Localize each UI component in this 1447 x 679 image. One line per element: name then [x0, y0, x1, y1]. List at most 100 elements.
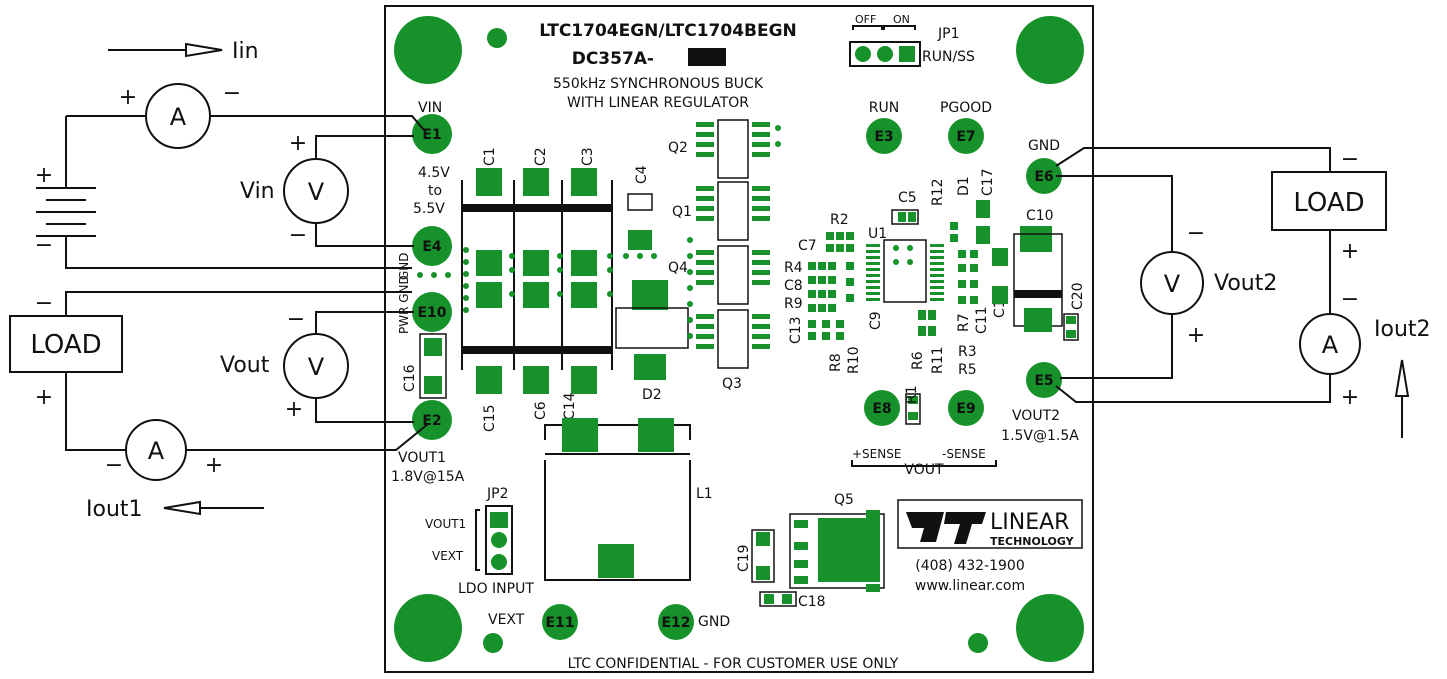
jp1-jumper[interactable]: [849, 41, 921, 67]
r11-label: R11: [930, 346, 946, 374]
d2-label: D2: [642, 387, 662, 403]
sense-plus-label: +SENSE: [852, 447, 901, 461]
vout-voltmeter: [283, 333, 349, 399]
c8-label: C8: [784, 278, 803, 294]
input-ammeter-label: A: [170, 103, 187, 131]
terminal-e12[interactable]: [658, 604, 694, 640]
r1-outline: [905, 393, 921, 425]
c5-outline: [891, 209, 919, 225]
output1-ammeter: [125, 419, 187, 481]
terminal-e10[interactable]: [412, 292, 452, 332]
c20-pad-2: [1066, 330, 1076, 338]
terminal-e8[interactable]: [864, 390, 900, 426]
l1-label: L1: [696, 486, 713, 502]
q2-label: Q2: [668, 140, 688, 156]
linear-logo: [897, 499, 1083, 549]
gnd-out-label: GND: [1028, 138, 1060, 154]
input-ammeter: [145, 83, 211, 149]
terminal-e7[interactable]: [948, 118, 984, 154]
mounting-hole-tl: [394, 16, 462, 84]
linear-logo-mark: [906, 512, 944, 542]
gnd-in-label: GND: [397, 252, 411, 280]
c5-label: C5: [898, 190, 917, 206]
l1-pad-1: [562, 418, 598, 452]
output2-ammeter-plus: +: [1341, 385, 1359, 410]
run-label: RUN: [869, 100, 899, 116]
sense-bracket: [851, 460, 997, 467]
jp2-opt2: VEXT: [432, 549, 464, 563]
u1-outline: [883, 239, 927, 303]
terminal-e3[interactable]: [866, 118, 902, 154]
jp1-on-label: ON: [893, 13, 910, 26]
q5-leads: [794, 510, 880, 592]
terminal-e4[interactable]: [412, 226, 452, 266]
iin-arrowhead: [185, 42, 223, 58]
output1-ammeter-label: A: [148, 437, 165, 465]
board-outline: [384, 5, 1094, 673]
r9-label: R9: [784, 296, 803, 312]
terminal-e5[interactable]: [1026, 362, 1062, 398]
vin-range-2: to: [428, 183, 442, 199]
q1-label: Q1: [672, 204, 692, 220]
input-ammeter-minus: −: [223, 81, 241, 106]
c18-outline: [759, 591, 797, 607]
cap-outline-lines: [461, 180, 613, 370]
terminal-e9-id: E9: [956, 401, 975, 417]
iout2-label: Iout2: [1374, 317, 1431, 342]
mounting-hole-tr: [1016, 16, 1084, 84]
jp2-jumper[interactable]: [485, 505, 513, 575]
load1-plus: +: [35, 385, 53, 410]
load1-label: LOAD: [30, 330, 101, 360]
c15-pad: [476, 366, 502, 394]
vin-voltmeter-label: V: [308, 178, 325, 206]
c19-label: C19: [736, 544, 752, 572]
output2-ammeter-label: A: [1322, 331, 1339, 359]
terminal-e11[interactable]: [542, 604, 578, 640]
battery-minus: −: [35, 233, 53, 258]
c10-label: C10: [1026, 208, 1054, 224]
c6-pad: [523, 366, 549, 394]
terminal-e9[interactable]: [948, 390, 984, 426]
d1-label: D1: [956, 176, 972, 196]
c18-pad-1: [764, 594, 774, 604]
c14-pad: [571, 366, 597, 394]
board-title-line1: LTC1704EGN/LTC1704BEGN: [539, 21, 797, 41]
c6-label: C6: [533, 401, 549, 420]
c3-pad: [571, 168, 597, 196]
r6-label: R6: [910, 351, 926, 370]
r2-label: R2: [830, 212, 849, 228]
gnd-to-load2-wire: [1055, 147, 1331, 172]
terminal-e1[interactable]: [412, 114, 452, 154]
c4-label: C4: [634, 165, 650, 184]
pad-b3: [571, 282, 597, 308]
board-subtitle-line1: 550kHz SYNCHRONOUS BUCK: [553, 76, 764, 92]
q4-label: Q4: [668, 260, 688, 276]
c2-pad: [523, 168, 549, 196]
q4-pad: [632, 280, 668, 310]
terminal-e7-id: E7: [956, 129, 975, 145]
c13-label: C13: [788, 316, 804, 344]
terminal-e10-id: E10: [417, 305, 446, 321]
output1-ammeter-plus: +: [205, 453, 223, 478]
revision-box: [688, 48, 726, 66]
l1-pad-3: [598, 544, 634, 578]
input-cap-bar: [462, 204, 612, 212]
terminal-e5-id: E5: [1034, 373, 1053, 389]
load1-box: [9, 315, 123, 373]
pad-a1: [476, 250, 502, 276]
terminal-e6[interactable]: [1026, 158, 1062, 194]
q5-outline: [789, 513, 885, 589]
iout1-label: Iout1: [86, 497, 143, 522]
vin-voltmeter: [283, 158, 349, 224]
terminal-e6-id: E6: [1034, 169, 1053, 185]
q5-pad: [818, 518, 880, 582]
l1-outline: [544, 424, 691, 581]
vout2-voltmeter-label: V: [1164, 270, 1181, 298]
vext-label: VEXT: [488, 612, 525, 628]
c19-pad-2: [756, 566, 770, 580]
c11-label: C11: [974, 306, 990, 334]
vin-meter-name: Vin: [240, 179, 275, 204]
q-stack: [687, 119, 781, 369]
c16-label: C16: [402, 364, 418, 392]
gnd-to-vout2-meter-wire: [1056, 175, 1173, 252]
